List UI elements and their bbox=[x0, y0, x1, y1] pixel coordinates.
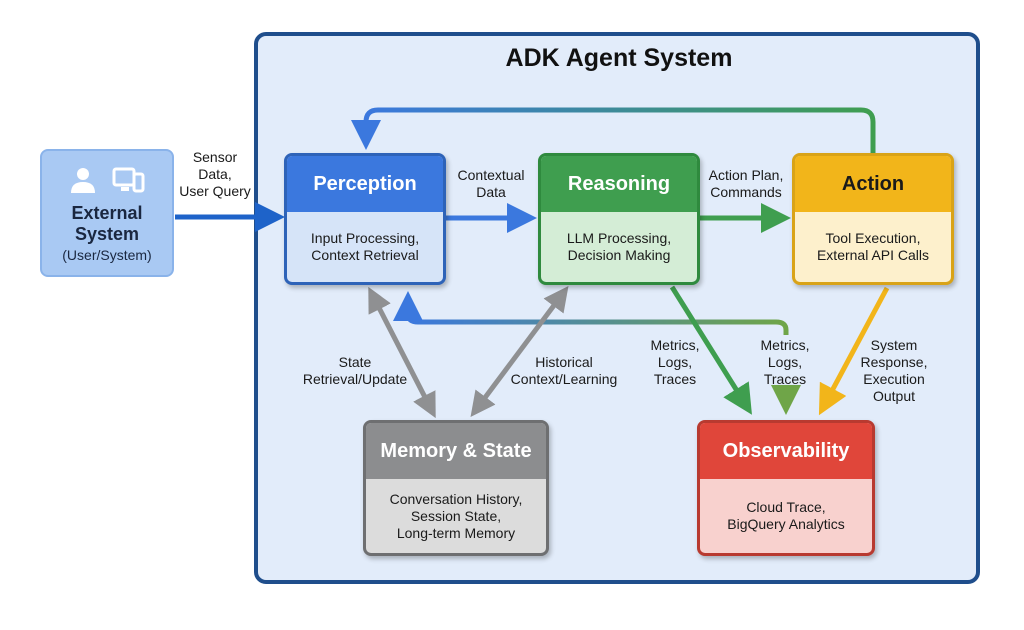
external-system-title-line1: External bbox=[71, 203, 143, 223]
arrow-perception-memory bbox=[368, 286, 436, 419]
observability-box: Observability Cloud Trace, BigQuery Anal… bbox=[697, 420, 875, 556]
reasoning-box: Reasoning LLM Processing, Decision Makin… bbox=[538, 153, 700, 285]
diagram-title: ADK Agent System bbox=[505, 44, 733, 72]
arrow-reasoning-to-observability bbox=[669, 285, 752, 415]
user-icon bbox=[71, 168, 95, 193]
reasoning-description: LLM Processing, Decision Making bbox=[566, 230, 672, 263]
reasoning-title: Reasoning bbox=[541, 156, 697, 212]
devices-icon bbox=[112, 167, 145, 193]
arrow-action-to-perception-loop bbox=[351, 107, 876, 155]
memory-state-title: Memory & State bbox=[366, 423, 546, 479]
external-system-title-line2: System bbox=[74, 224, 140, 244]
action-box: Action Tool Execution, External API Call… bbox=[792, 153, 954, 285]
arrow-reasoning-memory bbox=[470, 285, 569, 418]
perception-box: Perception Input Processing, Context Ret… bbox=[284, 153, 446, 285]
label-action-plan: Action Plan, Commands bbox=[708, 167, 784, 200]
observability-title: Observability bbox=[700, 423, 872, 479]
perception-description: Input Processing, Context Retrieval bbox=[310, 230, 420, 263]
label-state-retrieval: State Retrieval/Update bbox=[302, 354, 408, 387]
action-description: Tool Execution, External API Calls bbox=[816, 230, 930, 263]
label-metrics-reasoning: Metrics, Logs, Traces bbox=[650, 337, 700, 387]
external-system-subtitle: (User/System) bbox=[62, 247, 152, 263]
arrow-feedback-to-perception bbox=[393, 291, 789, 335]
label-system-response: System Response, Execution Output bbox=[860, 337, 928, 404]
action-title: Action bbox=[795, 156, 951, 212]
memory-state-box: Memory & State Conversation History, Ses… bbox=[363, 420, 549, 556]
observability-description: Cloud Trace, BigQuery Analytics bbox=[727, 499, 845, 532]
label-historical-context: Historical Context/Learning bbox=[510, 354, 618, 387]
perception-title: Perception bbox=[287, 156, 443, 212]
label-metrics-feedback: Metrics, Logs, Traces bbox=[760, 337, 810, 387]
label-contextual-data: Contextual Data bbox=[457, 167, 525, 200]
arrow-action-to-observability bbox=[818, 286, 890, 416]
label-sensor-data: Sensor Data, User Query bbox=[179, 149, 251, 199]
external-system-box: External System (User/System) bbox=[40, 149, 174, 277]
memory-state-description: Conversation History, Session State, Lon… bbox=[389, 490, 523, 541]
